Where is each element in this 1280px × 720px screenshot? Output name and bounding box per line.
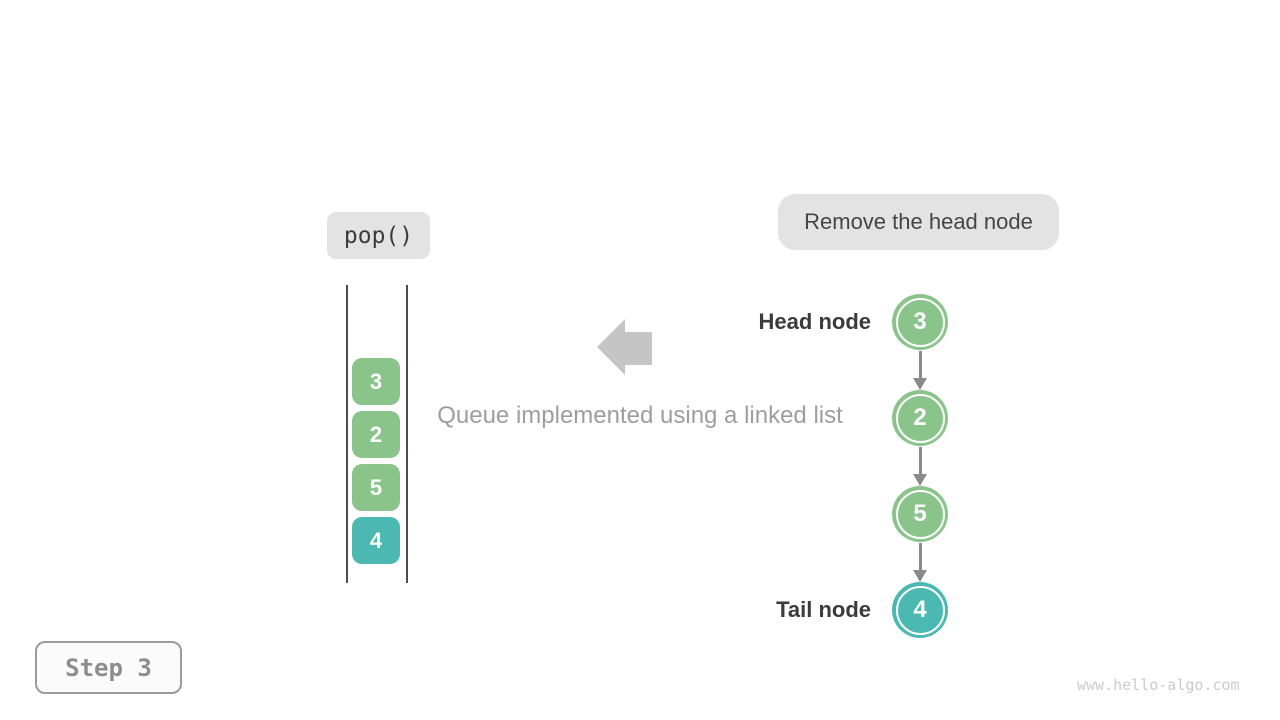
pop-operation-badge: pop() [327, 212, 430, 259]
queue-cells: 3 2 5 4 [352, 358, 400, 564]
node-ring [895, 585, 945, 635]
tail-node-label: Tail node [776, 597, 871, 622]
list-node: 2 [892, 390, 948, 446]
queue-cell-value: 5 [369, 474, 383, 500]
list-node-tail: 4 [892, 582, 948, 638]
queue-wall-right [406, 285, 408, 583]
queue-cell: 5 [352, 464, 400, 511]
node-value: 4 [913, 596, 927, 623]
step-badge: Step 3 [35, 641, 182, 694]
list-node-head: 3 [892, 294, 948, 350]
node-value: 3 [913, 308, 927, 335]
next-pointer-arrow-icon [906, 350, 934, 390]
site-watermark: www.hello-algo.com [1077, 676, 1240, 694]
node-value: 2 [913, 404, 927, 431]
left-block-arrow-icon [597, 319, 652, 375]
node-value: 5 [913, 500, 927, 527]
head-node-label: Head node [758, 309, 871, 334]
queue-cell-value: 4 [369, 527, 383, 553]
node-ring [895, 489, 945, 539]
next-pointer-arrow-icon [906, 446, 934, 486]
queue-cell: 2 [352, 411, 400, 458]
node-ring [895, 393, 945, 443]
next-pointer-arrow-icon [906, 542, 934, 582]
remove-head-annotation: Remove the head node [778, 194, 1059, 250]
left-block-arrow-shape [597, 319, 652, 375]
list-node: 5 [892, 486, 948, 542]
node-ring [895, 297, 945, 347]
queue-wall-left [346, 285, 348, 583]
queue-cell-value: 3 [369, 368, 383, 394]
diagram-caption: Queue implemented using a linked list [437, 402, 843, 429]
queue-cell-value: 2 [369, 421, 383, 447]
queue-cell: 3 [352, 358, 400, 405]
queue-cell: 4 [352, 517, 400, 564]
